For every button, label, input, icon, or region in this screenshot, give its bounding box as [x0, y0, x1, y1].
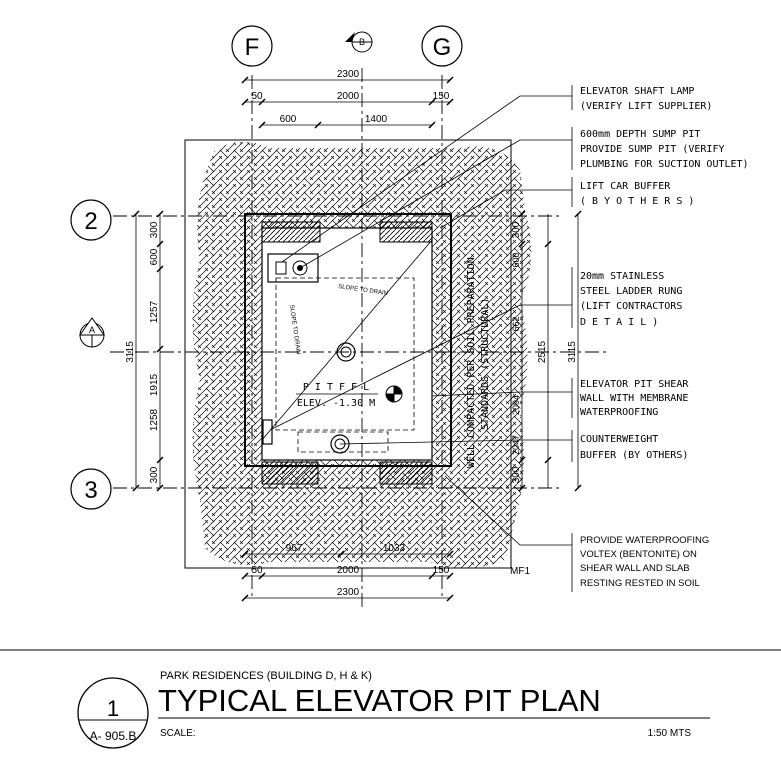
grid-label-f: F	[245, 34, 260, 61]
dim-left-1915: 1915	[149, 373, 160, 396]
soil-note-1: WELL COMPACTED PER SOIL PREPARATION	[466, 257, 477, 468]
grid-label-2: 2	[84, 208, 97, 235]
shear-wall	[244, 213, 452, 467]
leader-lines	[269, 85, 573, 592]
note-shear-wall-1: ELEVATOR PIT SHEAR	[580, 379, 689, 390]
dimension-ticks	[132, 76, 582, 602]
dim-bottom-50: 50	[251, 565, 263, 576]
grid-lines	[110, 68, 606, 610]
dim-left-1258: 1258	[149, 408, 160, 431]
dim-left-300-top: 300	[149, 221, 160, 238]
note-counterweight-1: COUNTERWEIGHT	[580, 434, 658, 445]
scale-value: 1:50 MTS	[648, 728, 692, 739]
section-marker-a	[79, 317, 105, 348]
dim-top-overall: 2300	[337, 69, 360, 80]
dim-right-300-top: 300	[511, 221, 522, 238]
title-block-lines	[0, 649, 781, 749]
note-waterproofing-2: VOLTEX (BENTONITE) ON	[580, 549, 697, 560]
dimension-lines	[135, 79, 579, 599]
drawing-title: TYPICAL ELEVATOR PIT PLAN	[158, 683, 601, 718]
dim-top-150: 150	[433, 91, 450, 102]
dim-left-300-bottom: 300	[149, 466, 160, 483]
note-ladder-3: (LIFT CONTRACTORS	[580, 301, 682, 312]
dim-left-1257: 1257	[149, 300, 160, 323]
vertical-dimension-texts: 3115 300 600 1257 1915 1258 300 300 300 …	[125, 221, 578, 483]
waterproofing-note: PROVIDE WATERPROOFING VOLTEX (BENTONITE)…	[580, 535, 709, 589]
annotation-notes: ELEVATOR SHAFT LAMP (VERIFY LIFT SUPPLIE…	[580, 86, 749, 461]
note-car-buffer-1: LIFT CAR BUFFER	[580, 181, 671, 192]
dim-right-inner-a: 600	[511, 252, 521, 267]
pit-elevation-label: ELEV. -1.30 M	[297, 398, 375, 409]
dim-bottom-967: 967	[286, 543, 303, 554]
section-label-a: A	[89, 325, 95, 335]
note-waterproofing-3: SHEAR WALL AND SLAB	[580, 563, 690, 574]
project-name: PARK RESIDENCES (BUILDING D, H & K)	[160, 670, 372, 682]
dim-right-inner-d: 2047	[511, 435, 521, 455]
lift-car-buffer	[261, 221, 433, 485]
note-ladder-2: STEEL LADDER RUNG	[580, 286, 682, 297]
note-ladder-1: 20mm STAINLESS	[580, 271, 664, 282]
dim-right-inner-b: 662	[511, 316, 521, 331]
dim-right-inner-c: 2094	[511, 395, 521, 415]
dim-left-600: 600	[149, 248, 160, 265]
dim-top-inner: 2000	[337, 91, 360, 102]
section-marker-b	[345, 31, 373, 53]
dim-bottom-1033: 1033	[383, 543, 406, 554]
note-counterweight-2: BUFFER (BY OTHERS)	[580, 450, 688, 461]
note-shear-wall-2: WALL WITH MEMBRANE	[580, 393, 688, 404]
scale-label: SCALE:	[160, 728, 196, 739]
ladder-rung	[262, 419, 273, 445]
dim-right-2515: 2515	[537, 340, 548, 363]
dim-top-50: 50	[251, 91, 263, 102]
dim-top-600: 600	[280, 114, 297, 125]
grid-bubbles	[70, 25, 463, 510]
sheet-reference: A- 905.B	[90, 729, 137, 743]
dim-top-1400: 1400	[365, 114, 388, 125]
soil-note-2: STANDARDS (STRUCTURAL)	[480, 298, 491, 430]
dim-bottom-inner: 2000	[337, 565, 360, 576]
pit-ffl-label: P I T F F L	[303, 382, 369, 393]
detail-number: 1	[107, 696, 119, 721]
note-ladder-4: D E T A I L )	[580, 317, 658, 328]
pit-diagonal	[261, 239, 433, 441]
note-waterproofing-1: PROVIDE WATERPROOFING	[580, 535, 709, 546]
note-shear-wall-3: WATERPROOFING	[580, 407, 658, 418]
dim-left-overall: 3115	[125, 341, 136, 363]
note-sump-pit-3: PLUMBING FOR SUCTION OUTLET)	[580, 159, 749, 170]
grid-label-g: G	[433, 34, 452, 61]
note-sump-pit-2: PROVIDE SUMP PIT (VERIFY	[580, 144, 725, 155]
note-shaft-lamp-2: (VERIFY LIFT SUPPLIER)	[580, 101, 712, 112]
dim-right-300-bottom: 300	[511, 466, 522, 483]
section-label-b: B	[359, 37, 365, 47]
note-shaft-lamp-1: ELEVATOR SHAFT LAMP	[580, 86, 694, 97]
level-marker-icon	[385, 385, 403, 403]
pit-outer-frame	[184, 139, 512, 569]
dim-right-3115: 3115	[567, 341, 578, 363]
dim-bottom-150: 150	[433, 565, 450, 576]
grid-label-3: 3	[84, 477, 97, 504]
note-waterproofing-4: RESTING RESTED IN SOIL	[580, 578, 700, 589]
dim-bottom-overall: 2300	[337, 587, 360, 598]
mf1-label: MF1	[510, 566, 530, 577]
note-car-buffer-2: ( B Y O T H E R S )	[580, 196, 694, 207]
note-sump-pit-1: 600mm DEPTH SUMP PIT	[580, 129, 700, 140]
dimension-texts: 2300 50 2000 150 600 1400 967 1033 50 20…	[251, 69, 449, 598]
